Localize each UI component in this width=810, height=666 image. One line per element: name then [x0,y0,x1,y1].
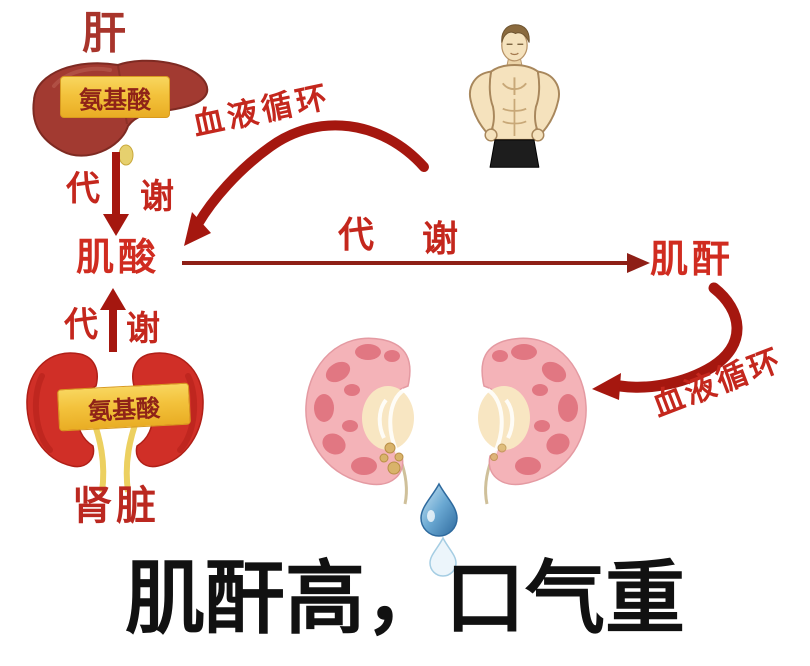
metabolism-label-dai-3: 代 [338,215,375,256]
metabolism-label-xie-2: 谢 [126,309,160,349]
metabolism-label-dai-2: 代 [64,305,98,345]
metabolism-down-arrow [103,152,129,236]
blood-circulation-bottom-arc-arrow [592,282,743,400]
creatinine-label: 肌酐 [650,237,735,281]
metabolism-label-xie-3: 谢 [422,219,459,260]
bodybuilder-illustration-icon [468,24,560,168]
liver-title: 肝 [82,8,126,59]
headline-text: 肌酐高，口气重 [125,551,685,645]
metabolism-horizontal-arrow [182,253,650,273]
kidney-amino-acid-tag: 氨基酸 [56,382,192,432]
blood-circulation-top-arc-arrow [184,120,429,246]
pink-kidneys-illustration-icon [305,337,587,505]
metabolism-up-arrow [100,288,126,352]
creatine-label: 肌酸 [76,235,161,279]
kidney-title: 肾脏 [72,483,160,529]
metabolism-label-dai-1: 代 [66,169,100,209]
water-drop-icon [420,482,458,577]
liver-amino-acid-tag: 氨基酸 [60,76,170,118]
metabolism-label-xie-1: 谢 [140,177,174,217]
